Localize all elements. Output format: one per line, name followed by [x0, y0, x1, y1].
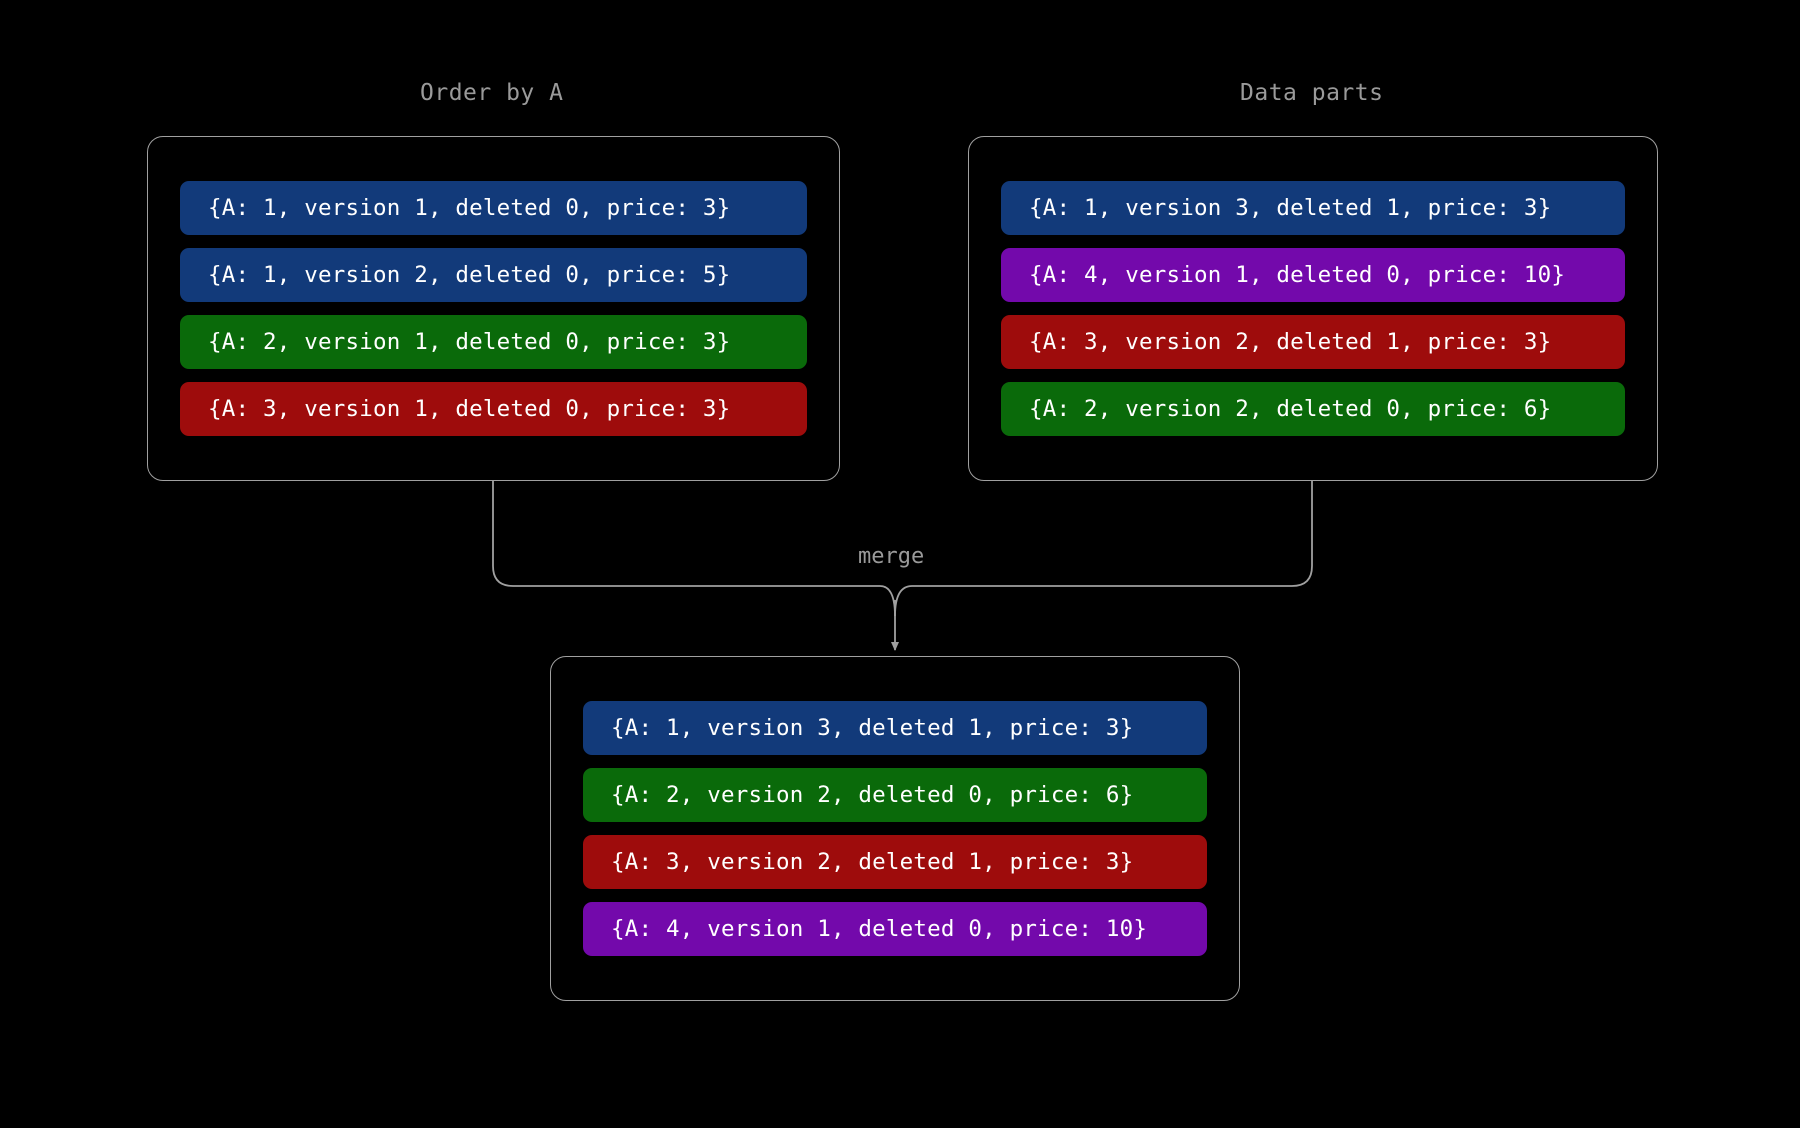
- panel-merged-result: {A: 1, version 3, deleted 1, price: 3} {…: [550, 656, 1240, 1001]
- merge-edge-label: merge: [858, 544, 925, 569]
- panel-title-order-by-a: Order by A: [420, 80, 564, 106]
- panel-order-by-a: {A: 1, version 1, deleted 0, price: 3} {…: [147, 136, 840, 481]
- edge-merge-join-right: [894, 585, 913, 617]
- edge-order-by-a-to-merge: [492, 481, 880, 587]
- row-list-order-by-a: {A: 1, version 1, deleted 0, price: 3} {…: [148, 137, 839, 480]
- row-item[interactable]: {A: 3, version 2, deleted 1, price: 3}: [583, 835, 1207, 889]
- row-item[interactable]: {A: 3, version 2, deleted 1, price: 3}: [1001, 315, 1625, 369]
- panel-title-data-parts: Data parts: [1240, 80, 1384, 106]
- edge-data-parts-to-merge: [912, 481, 1313, 587]
- row-item[interactable]: {A: 4, version 1, deleted 0, price: 10}: [583, 902, 1207, 956]
- panel-data-parts: {A: 1, version 3, deleted 1, price: 3} {…: [968, 136, 1658, 481]
- row-item[interactable]: {A: 2, version 1, deleted 0, price: 3}: [180, 315, 807, 369]
- row-item[interactable]: {A: 2, version 2, deleted 0, price: 6}: [1001, 382, 1625, 436]
- row-list-merged: {A: 1, version 3, deleted 1, price: 3} {…: [551, 657, 1239, 1000]
- row-list-data-parts: {A: 1, version 3, deleted 1, price: 3} {…: [969, 137, 1657, 480]
- row-item[interactable]: {A: 4, version 1, deleted 0, price: 10}: [1001, 248, 1625, 302]
- row-item[interactable]: {A: 1, version 3, deleted 1, price: 3}: [583, 701, 1207, 755]
- row-item[interactable]: {A: 2, version 2, deleted 0, price: 6}: [583, 768, 1207, 822]
- row-item[interactable]: {A: 1, version 3, deleted 1, price: 3}: [1001, 181, 1625, 235]
- row-item[interactable]: {A: 3, version 1, deleted 0, price: 3}: [180, 382, 807, 436]
- edge-merge-join-left: [879, 585, 896, 617]
- row-item[interactable]: {A: 1, version 2, deleted 0, price: 5}: [180, 248, 807, 302]
- row-item[interactable]: {A: 1, version 1, deleted 0, price: 3}: [180, 181, 807, 235]
